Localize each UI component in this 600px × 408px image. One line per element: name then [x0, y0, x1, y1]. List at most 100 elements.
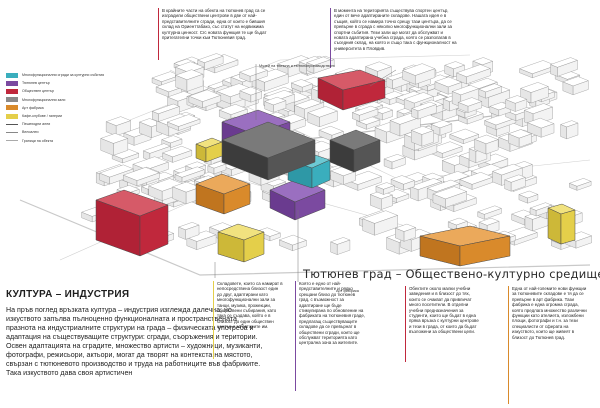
block-face — [417, 104, 437, 120]
city-block — [151, 103, 181, 122]
city-block — [383, 154, 406, 170]
city-block — [239, 86, 263, 103]
legend-label: Граници на обекта — [22, 138, 54, 143]
block-face — [530, 86, 549, 104]
city-block — [457, 97, 483, 113]
legend-swatch — [6, 105, 18, 111]
block-face — [576, 181, 592, 191]
building-side — [353, 139, 381, 173]
board-banner-title: Тютюнев град – Обществено-културно среди… — [303, 267, 600, 281]
block-face — [202, 95, 221, 109]
city-block — [162, 145, 193, 163]
block-face — [515, 99, 528, 112]
building-front — [547, 207, 562, 245]
block-face — [467, 113, 484, 125]
block-face — [415, 68, 436, 85]
building-side — [267, 139, 316, 181]
city-block — [306, 56, 331, 74]
art-factory-building — [419, 225, 511, 267]
note-art-factory: Една от най-големите нови функции за тют… — [508, 286, 590, 404]
city-block — [369, 190, 394, 210]
art-factory-building — [195, 173, 251, 215]
building-side — [342, 79, 386, 111]
city-block — [174, 166, 205, 183]
city-block — [520, 82, 549, 104]
city-block — [264, 96, 287, 113]
multifunctional-halls-building — [329, 129, 381, 173]
block-face — [319, 110, 338, 128]
block-face — [514, 232, 538, 246]
highlighted-buildings — [95, 69, 576, 267]
block-face — [359, 108, 379, 122]
label-tobacco-museum: Музей на тютюна и тютюнопроизводството — [259, 64, 335, 68]
block-face — [196, 234, 217, 250]
legend-entry: Многофункционални зали — [6, 96, 156, 104]
block-face — [396, 193, 410, 203]
cafe-gallery-building — [195, 137, 223, 163]
city-block — [186, 230, 217, 250]
city-block — [207, 161, 227, 175]
note-tobacco-center: Която е едно от най-представителните и р… — [295, 281, 365, 391]
city-block — [239, 65, 268, 83]
block-face — [540, 123, 555, 138]
city-block — [307, 106, 338, 128]
city-block — [362, 210, 399, 236]
block-face — [122, 152, 139, 164]
block-face — [158, 106, 180, 122]
block-face — [181, 169, 205, 183]
city-block — [449, 128, 480, 145]
public-center-building — [317, 69, 386, 111]
block-face — [421, 130, 434, 147]
building-side — [560, 209, 576, 245]
city-block — [529, 202, 553, 217]
legend-swatch — [6, 97, 18, 103]
building-side — [311, 159, 331, 189]
city-block — [411, 101, 437, 120]
block-face — [453, 197, 477, 212]
city-block — [568, 178, 592, 191]
block-face — [292, 240, 307, 252]
block-face — [510, 177, 526, 192]
building-side — [205, 141, 223, 163]
block-face — [116, 120, 131, 137]
city-block — [330, 166, 357, 185]
note-cafes: Складовете, които са намират в непосредс… — [213, 281, 283, 359]
block-face — [467, 101, 482, 113]
city-block — [356, 115, 381, 130]
block-face — [178, 118, 201, 131]
city-block — [122, 167, 160, 187]
legend-label: Кафе-клубове / галерии — [22, 114, 63, 119]
label-art-factory: Арт фабрика — [336, 289, 359, 293]
block-face — [381, 194, 393, 210]
city-block — [99, 164, 134, 185]
pointer-line — [369, 69, 397, 87]
city-block — [100, 133, 129, 156]
public-center-building — [95, 189, 169, 257]
building-side — [243, 231, 265, 263]
block-face — [442, 146, 463, 159]
legend-label: Велоалеи — [22, 130, 39, 135]
city-block — [390, 175, 416, 191]
note-schools: Обектите около малки учебни заведения и … — [405, 286, 479, 362]
legend-label: Пешеходни алеи — [22, 122, 51, 127]
block-face — [485, 139, 499, 155]
city-block — [402, 63, 436, 85]
note-sports-center: В момента на територията съществува спор… — [330, 8, 458, 68]
multifunctional-halls-building — [221, 121, 316, 181]
legend-entry: Тютюнев център — [6, 79, 156, 87]
building-side — [294, 189, 326, 221]
block-face — [357, 176, 382, 191]
city-block — [505, 95, 528, 112]
block-face — [572, 80, 589, 96]
legend-swatch — [6, 131, 18, 133]
block-face — [495, 117, 517, 130]
city-block — [560, 120, 579, 140]
block-face — [518, 133, 532, 148]
block-face — [249, 70, 268, 83]
block-face — [403, 227, 416, 242]
block-face — [466, 68, 491, 85]
block-face — [383, 185, 395, 195]
block-face — [214, 59, 239, 74]
city-block — [478, 83, 503, 99]
